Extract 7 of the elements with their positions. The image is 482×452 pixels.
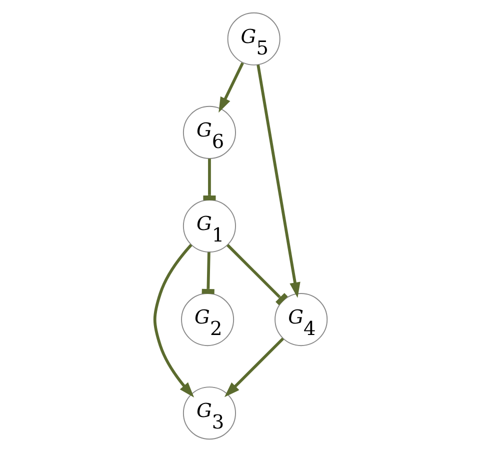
connector (203, 158, 216, 200)
arrow (153, 244, 194, 398)
arrow (218, 62, 244, 113)
arrow (256, 64, 300, 298)
arrow (224, 338, 284, 398)
connector (226, 244, 288, 306)
connector (202, 252, 214, 294)
